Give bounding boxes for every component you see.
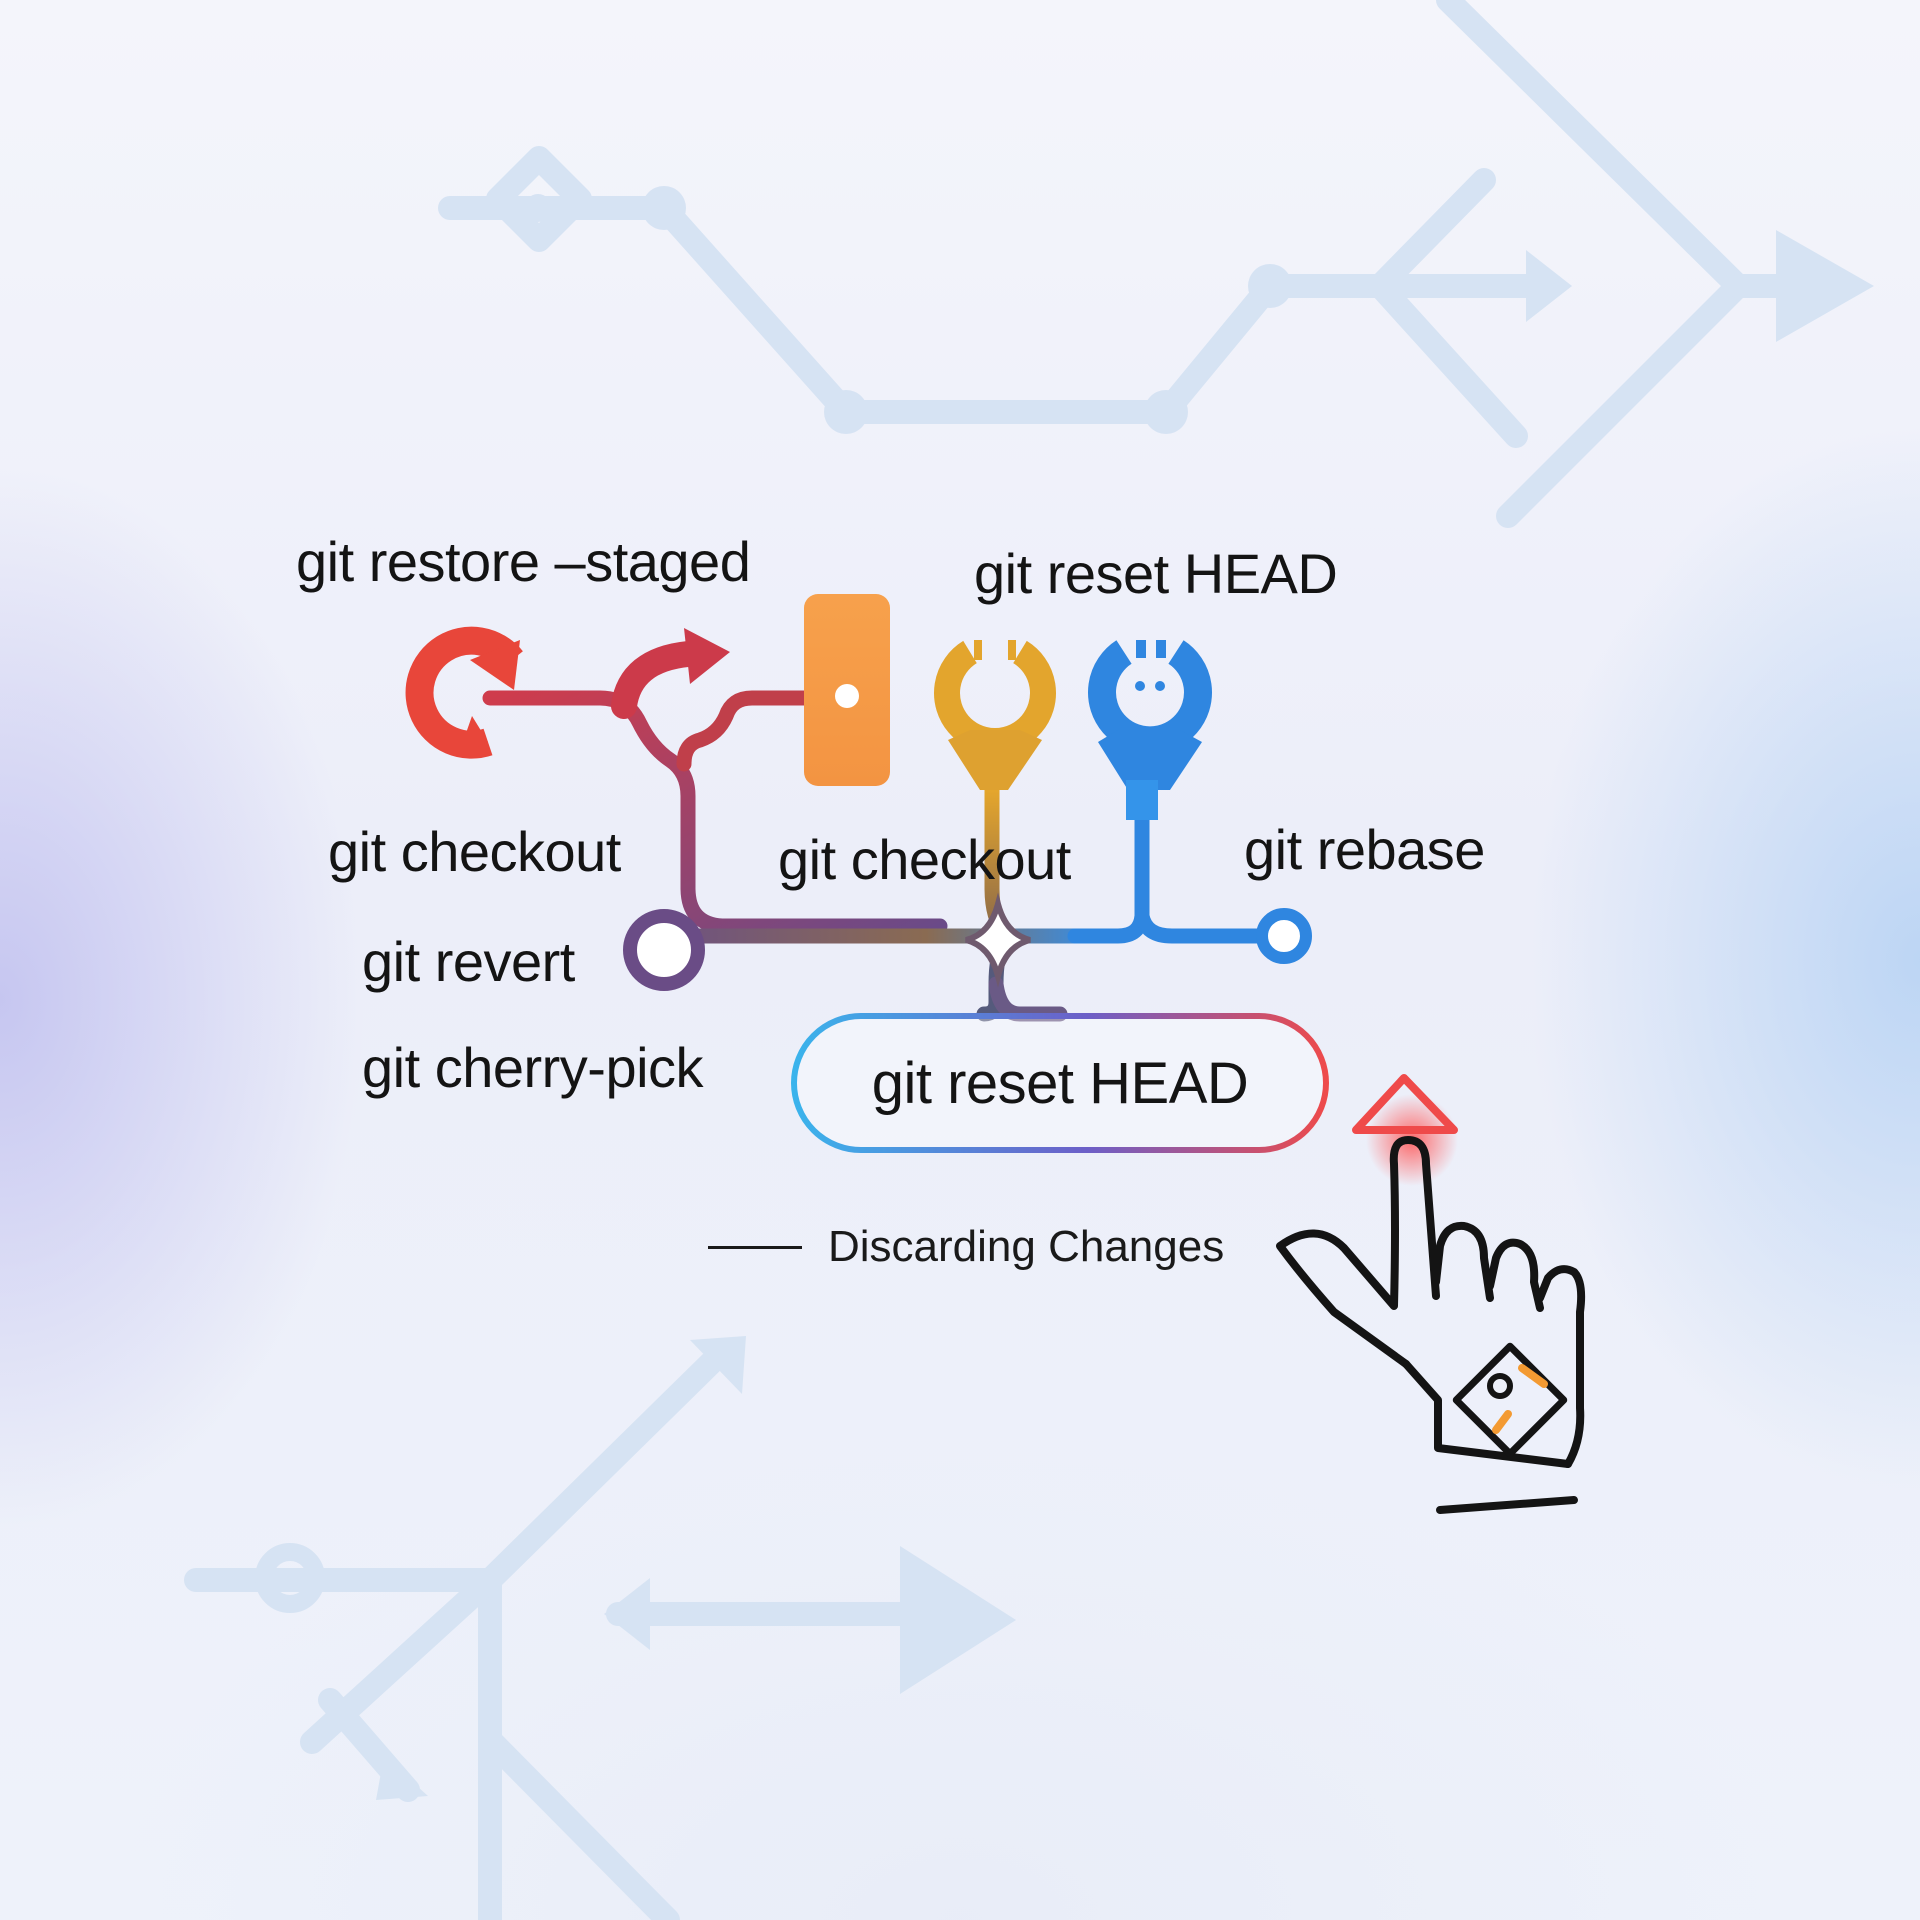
curved-arrow-icon	[611, 628, 730, 719]
triangle-icon	[1352, 1074, 1458, 1134]
git-reset-head-button[interactable]: git reset HEAD	[792, 1014, 1328, 1152]
pointing-hand-icon	[1276, 1136, 1586, 1514]
label-git-restore-staged: git restore –staged	[296, 530, 751, 593]
rebase-wrench-icon	[1088, 640, 1212, 820]
label-git-cherry-pick: git cherry-pick	[362, 1036, 704, 1099]
circular-arrow-icon	[405, 626, 523, 759]
label-git-rebase: git rebase	[1244, 818, 1485, 881]
git-reset-head-button-label: git reset HEAD	[871, 1050, 1249, 1116]
caption-dash	[708, 1245, 802, 1249]
rounded-block-icon	[804, 594, 890, 786]
rebase-end-node-icon	[1256, 908, 1312, 964]
label-git-checkout-center: git checkout	[778, 828, 1071, 891]
block-branch-line	[676, 690, 818, 772]
merge-node-icon	[965, 892, 1031, 988]
diagram-caption: Discarding Changes	[708, 1222, 1224, 1272]
label-git-checkout-left: git checkout	[328, 820, 621, 883]
reset-branch-line-right	[988, 976, 1068, 1022]
reset-button-outline	[791, 1013, 1329, 1153]
label-git-revert: git revert	[362, 930, 575, 993]
revert-node-icon	[623, 909, 705, 991]
rebase-end-line	[1134, 908, 1270, 944]
label-git-reset-head-top: git reset HEAD	[974, 542, 1338, 605]
caption-text: Discarding Changes	[828, 1222, 1225, 1271]
checkout-wrench-icon	[934, 640, 1056, 790]
